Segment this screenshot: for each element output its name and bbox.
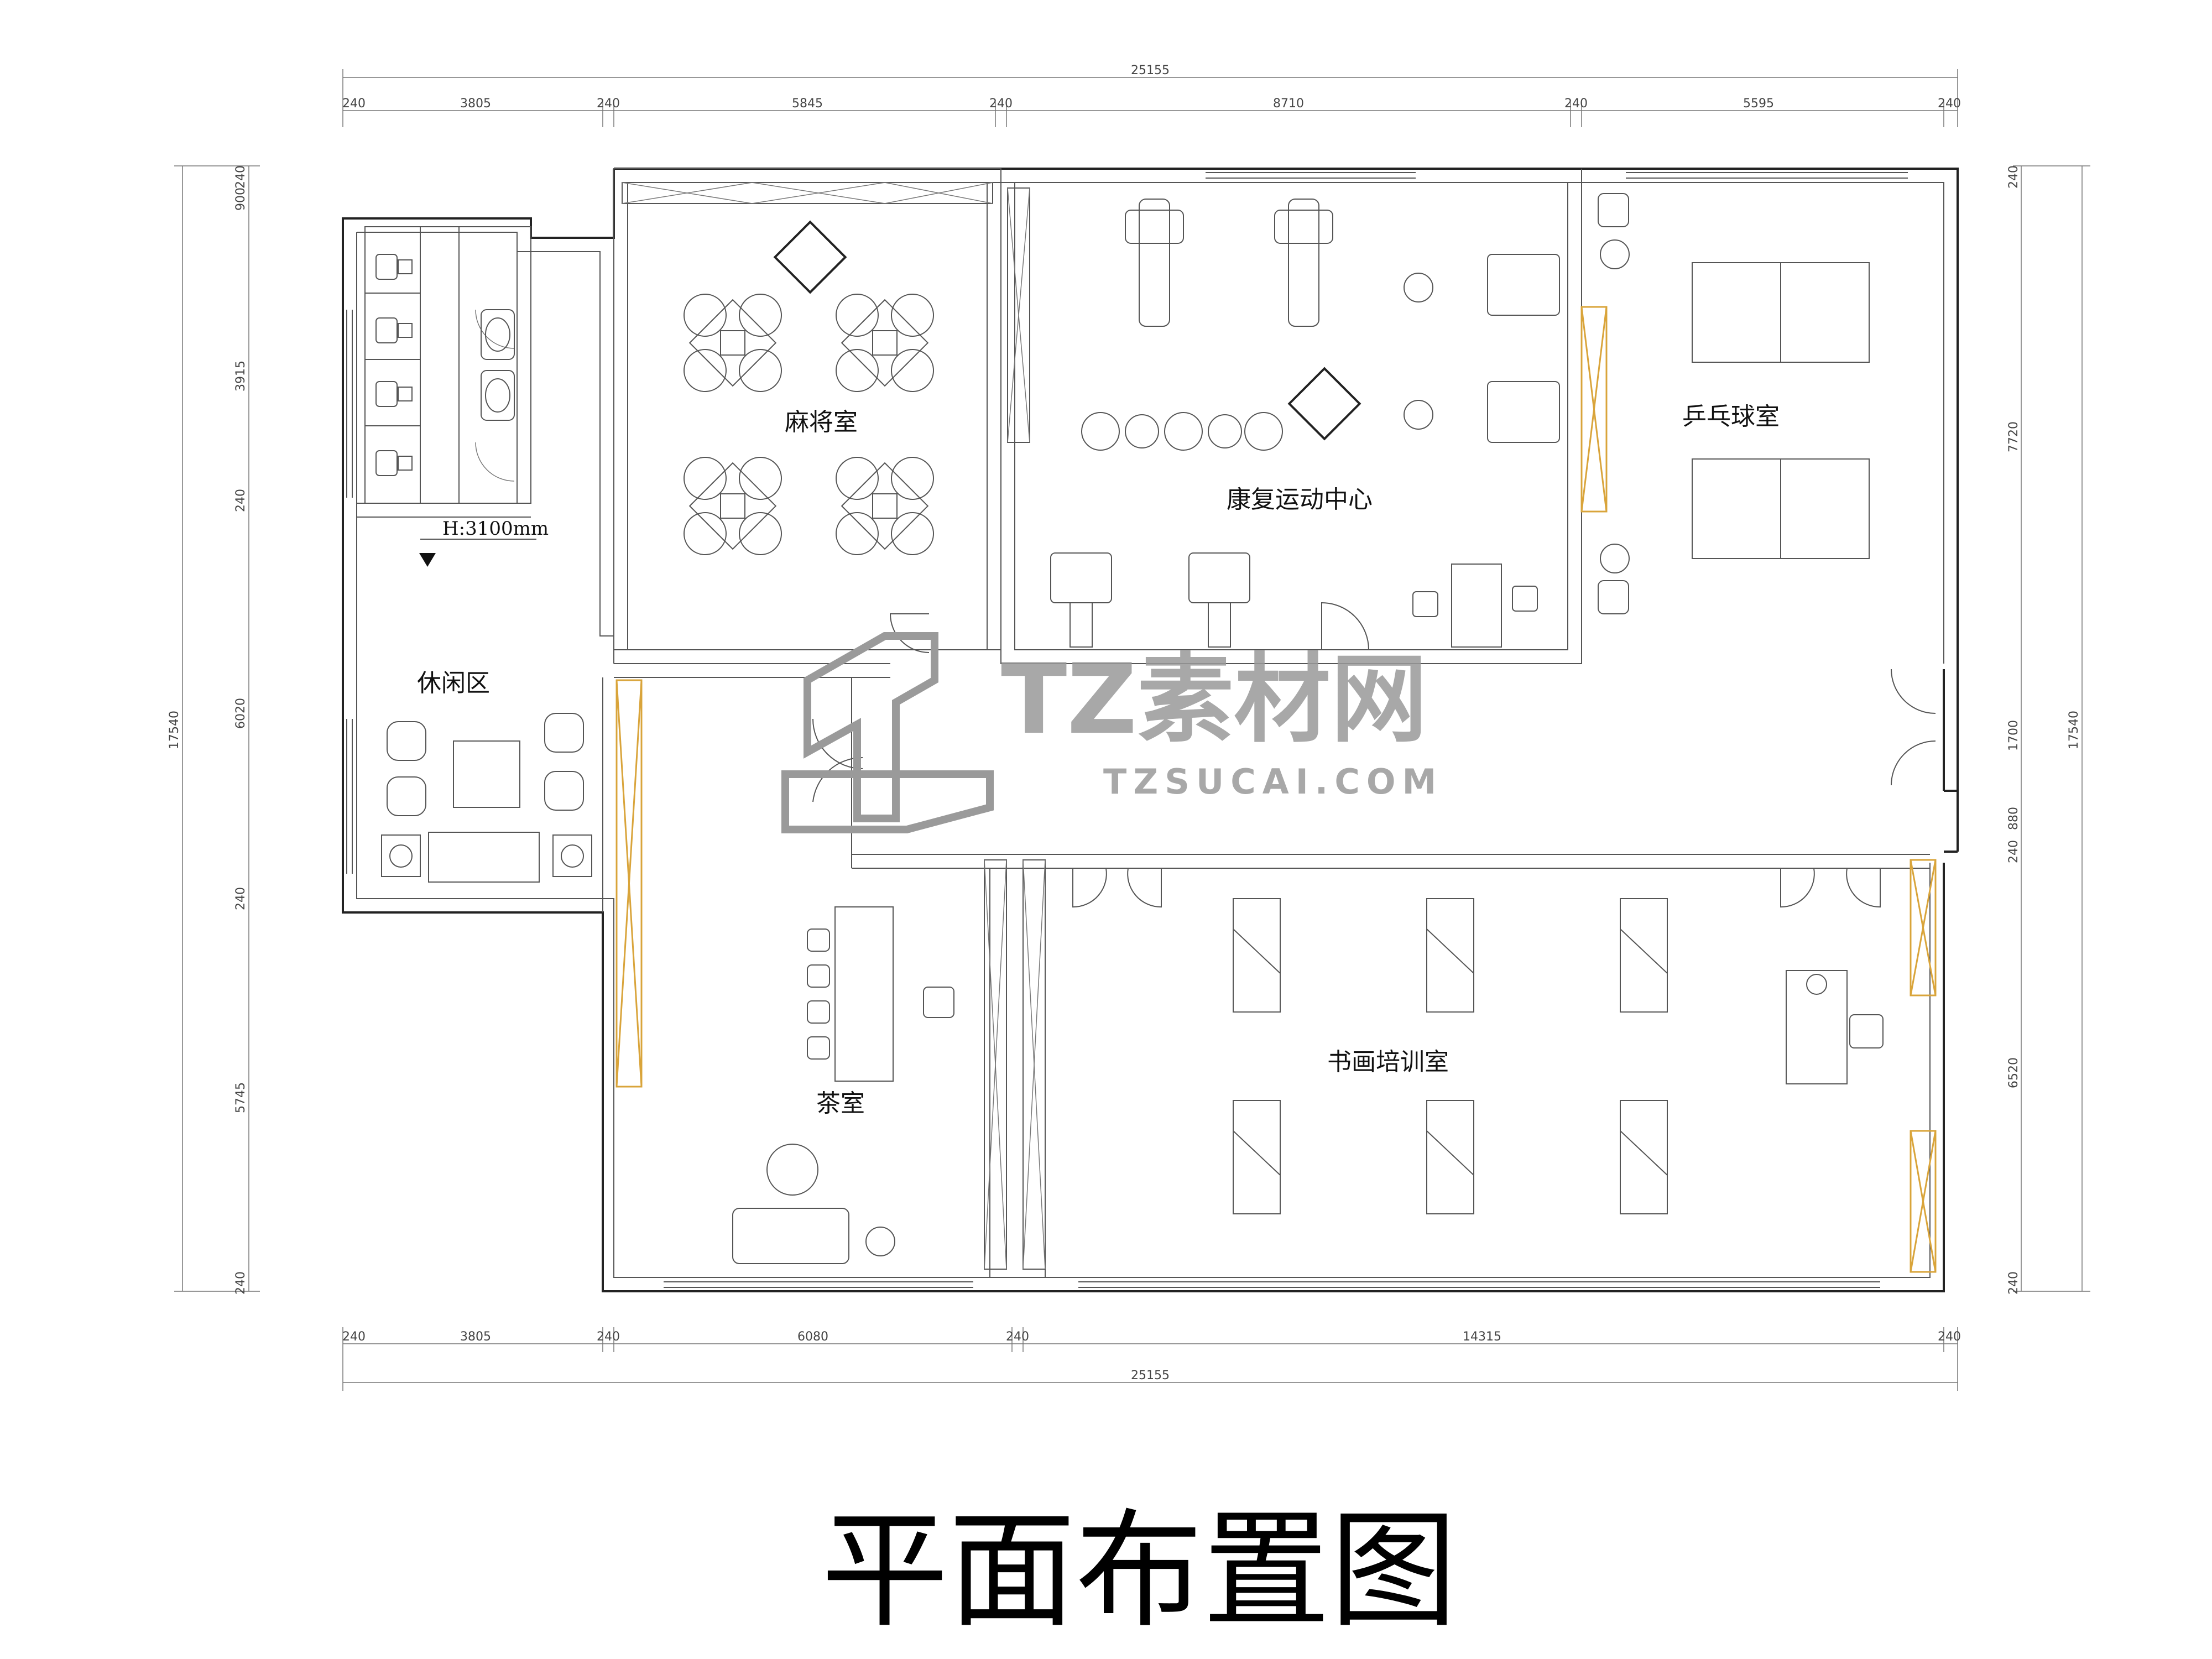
- dimension-top: 25155 240 3805 240 5845 240 8710 240 559…: [342, 64, 1961, 127]
- dim-top-seg: 240: [342, 97, 366, 111]
- dim-left-seg: 900: [234, 187, 248, 211]
- dim-top-total: 25155: [1131, 64, 1170, 77]
- dim-right-seg: 6520: [2007, 1057, 2021, 1088]
- dim-bottom-seg: 6080: [797, 1330, 828, 1344]
- room-labels: 麻将室 康复运动中心 乒乓球室 休闲区 茶室 书画培训室: [417, 403, 1780, 1118]
- doors: [475, 309, 1936, 908]
- drawing-title: 平面布置图: [821, 1498, 1457, 1645]
- lounge-furniture: [381, 713, 592, 883]
- room-label-tea: 茶室: [816, 1089, 865, 1118]
- dim-top-seg: 240: [597, 97, 620, 111]
- room-label-mahjong: 麻将室: [785, 408, 858, 436]
- dim-left-seg: 3915: [234, 361, 248, 392]
- walls: [342, 168, 1959, 1292]
- dim-bottom-seg: 3805: [460, 1330, 491, 1344]
- mahjong-tables: [684, 220, 1361, 555]
- dim-right-seg: 240: [2007, 1271, 2021, 1295]
- dim-left-total: 17540: [168, 711, 181, 749]
- dim-right-seg: 7720: [2007, 421, 2021, 452]
- rehab-equipment: [1050, 199, 1560, 648]
- room-label-pingpong: 乒乓球室: [1682, 403, 1780, 431]
- dim-bottom-seg: 240: [597, 1330, 620, 1344]
- dim-left-seg: 240: [234, 165, 248, 189]
- dim-right-seg: 880: [2007, 807, 2021, 830]
- tea-furniture: [732, 906, 954, 1264]
- dimension-right: 17540 240 7720 1700 880 240 6520 240: [2007, 165, 2090, 1295]
- room-label-calligraphy: 书画培训室: [1327, 1048, 1449, 1076]
- dim-left-seg: 5745: [234, 1082, 248, 1113]
- dim-top-seg: 5595: [1743, 97, 1774, 111]
- dim-bottom-seg: 240: [1006, 1330, 1029, 1344]
- dim-top-seg: 5845: [792, 97, 823, 111]
- watermark-logo-icon: [804, 632, 938, 822]
- display-shelves: [622, 182, 1046, 1270]
- dim-top-seg: 240: [989, 97, 1013, 111]
- dim-left-seg: 240: [234, 1271, 248, 1295]
- height-label: H:3100mm: [442, 518, 549, 540]
- dim-right-seg: 1700: [2007, 720, 2021, 751]
- dim-top-seg: 3805: [460, 97, 491, 111]
- dim-bottom-seg: 14315: [1463, 1330, 1501, 1344]
- dim-top-seg: 8710: [1273, 97, 1304, 111]
- glass-partitions: [615, 306, 1937, 1273]
- room-label-rehab: 康复运动中心: [1227, 486, 1373, 514]
- dim-right-seg: 240: [2007, 165, 2021, 189]
- dimension-bottom: 240 3805 240 6080 240 14315 240 25155: [342, 1327, 1961, 1391]
- dim-bottom-seg: 240: [342, 1330, 366, 1344]
- dimension-left: 17540 240 900 3915 240 6020 240 5745 240: [168, 165, 260, 1295]
- dim-top-seg: 240: [1564, 97, 1588, 111]
- watermark: TZ素材网 TZSUCAI.COM: [781, 632, 1443, 833]
- watermark-url: TZSUCAI.COM: [1103, 761, 1443, 802]
- calligraphy-desks: [1233, 898, 1884, 1214]
- dim-left-seg: 240: [234, 489, 248, 512]
- dim-right-total: 17540: [2067, 711, 2081, 749]
- windows: [346, 172, 1908, 1288]
- watermark-text: TZ素材网: [1001, 644, 1427, 756]
- dim-bottom-total: 25155: [1131, 1369, 1170, 1383]
- pingpong-tables: [1598, 193, 1870, 614]
- height-mark: H:3100mm: [419, 518, 549, 567]
- room-label-lounge: 休闲区: [417, 669, 490, 697]
- dim-top-seg: 240: [1938, 97, 1961, 111]
- dim-right-seg: 240: [2007, 840, 2021, 863]
- dim-left-seg: 240: [234, 887, 248, 910]
- toilet-fixtures: [375, 254, 515, 476]
- dim-left-seg: 6020: [234, 698, 248, 729]
- dim-bottom-seg: 240: [1938, 1330, 1961, 1344]
